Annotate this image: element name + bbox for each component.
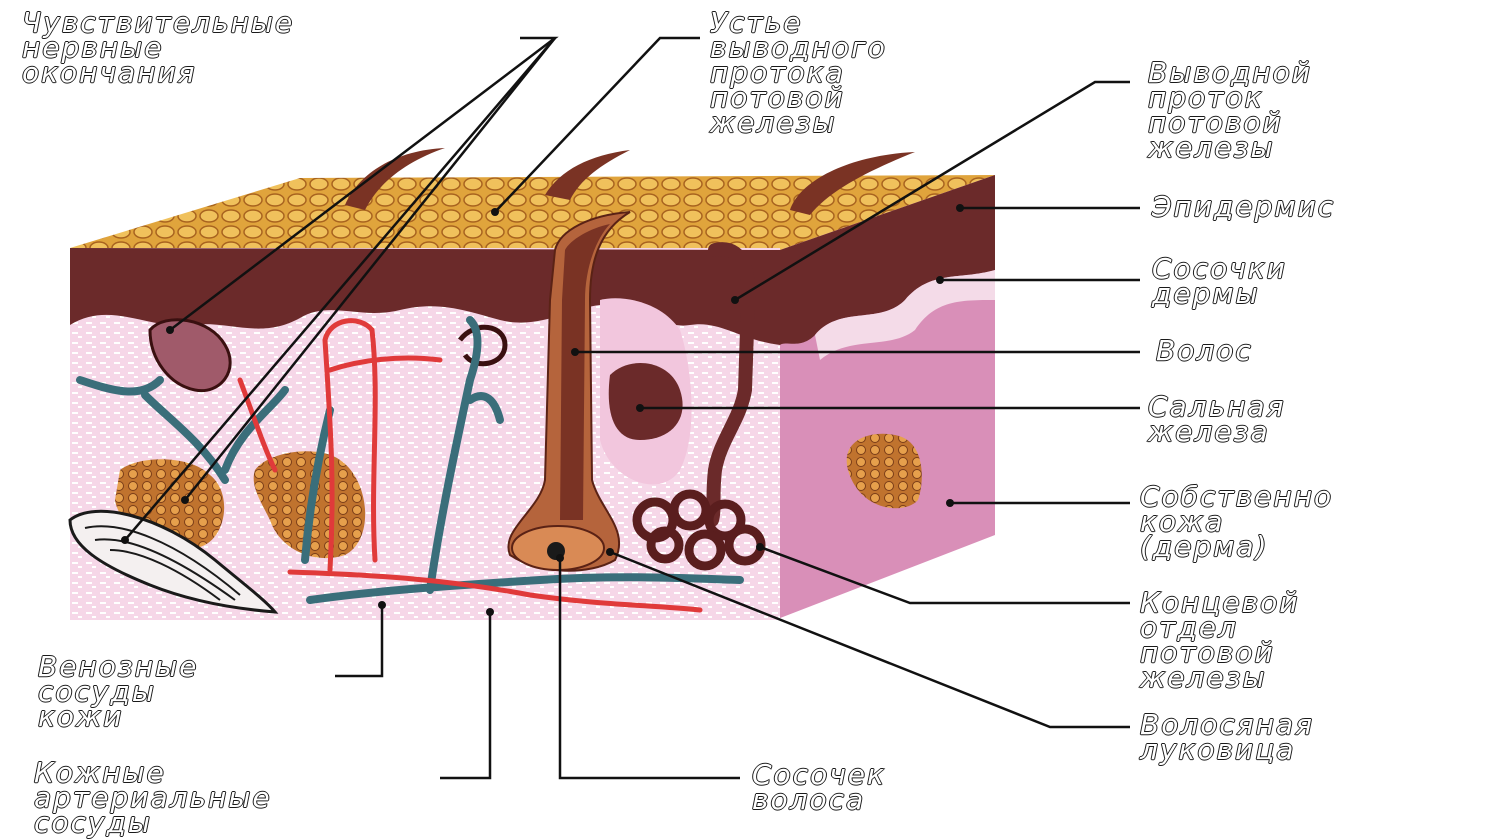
label-hair: Волос (1156, 338, 1253, 363)
label-line: окончания (22, 60, 294, 85)
label-veins: Венозные сосуды кожи (38, 654, 198, 729)
label-dermal-papillae: Сосочки дермы (1152, 256, 1287, 306)
label-line: Эпидермис (1152, 194, 1335, 219)
label-sweat-duct: Выводной проток потовой железы (1148, 60, 1312, 160)
label-line: Волос (1156, 338, 1253, 363)
label-duct-mouth: Устье выводного протока потовой железы (710, 10, 887, 135)
label-line: луковица (1140, 737, 1314, 762)
label-nerve-endings: Чувствительные нервные окончания (22, 10, 294, 85)
label-line: железы (1140, 665, 1299, 690)
label-hair-bulb: Волосяная луковица (1140, 712, 1314, 762)
label-sebaceous-gland: Сальная железа (1148, 394, 1285, 444)
label-epidermis: Эпидермис (1152, 194, 1335, 219)
label-arteries: Кожные артериальные сосуды (34, 760, 272, 835)
label-line: кожи (38, 704, 198, 729)
label-line: железа (1148, 419, 1285, 444)
leader-arteries (440, 612, 490, 778)
label-dermis: Собственно кожа (дерма) (1140, 484, 1333, 559)
label-hair-papilla: Сосочек волоса (752, 762, 886, 812)
label-line: (дерма) (1140, 534, 1333, 559)
label-line: железы (710, 110, 887, 135)
label-sweat-gland-end: Концевой отдел потовой железы (1140, 590, 1299, 690)
label-line: железы (1148, 135, 1312, 160)
